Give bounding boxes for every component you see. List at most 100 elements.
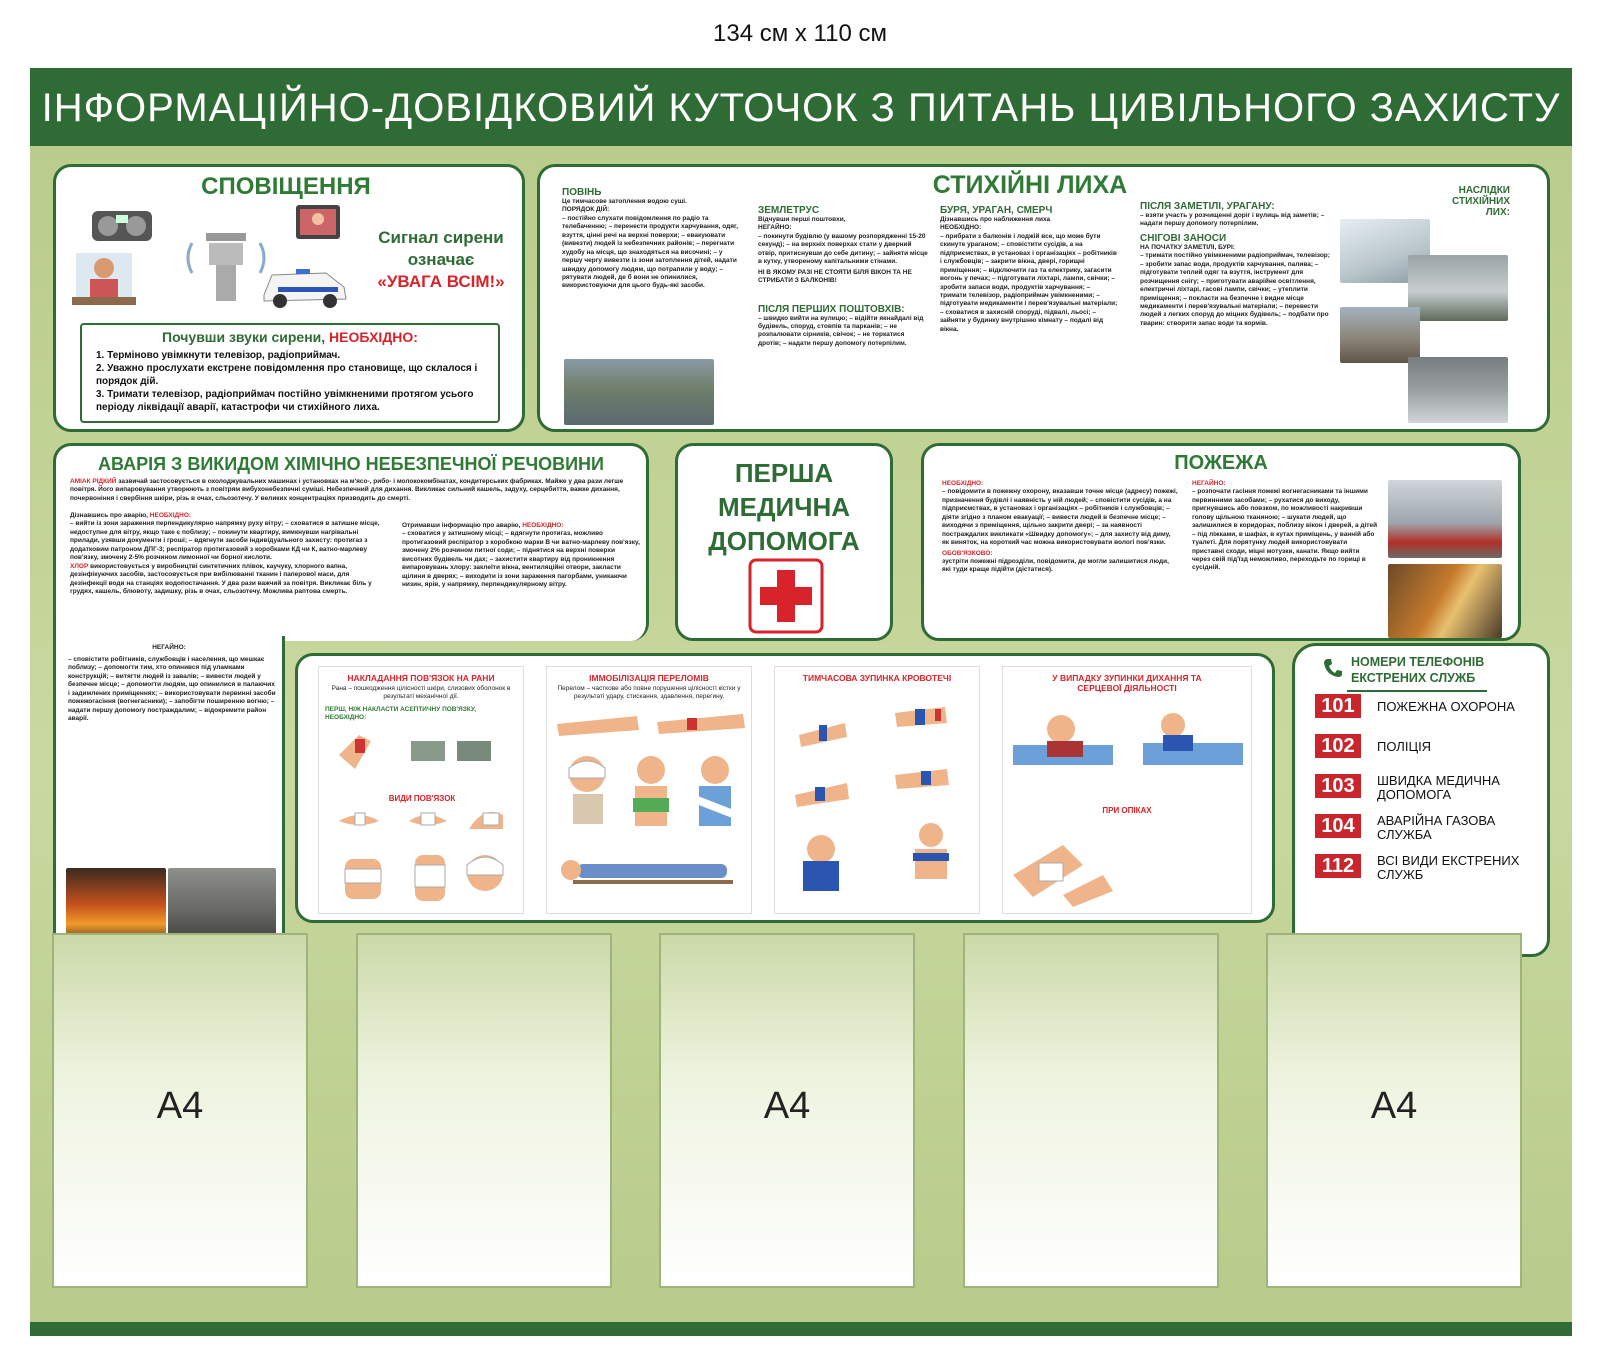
fire-must-text: зустріти пожежні підрозділи, повідомити,… <box>942 557 1169 574</box>
first-aid-sheets-panel: НАКЛАДАННЯ ПОВ'ЯЗОК НА РАНИ Рана – пошко… <box>295 653 1275 923</box>
storm-title: БУРЯ, УРАГАН, СМЕРЧ <box>940 205 1053 216</box>
phones-title-line1: НОМЕРИ ТЕЛЕФОНІВ <box>1351 655 1485 669</box>
phone-number-fire[interactable]: 101 <box>1315 694 1361 718</box>
siren-icon <box>186 233 266 301</box>
bandaging-intro: Рана – пошкодження цілісності шкіри, сли… <box>331 685 511 701</box>
a4-pocket-1[interactable]: А4 <box>52 933 308 1288</box>
earthquake-text: – покинути будівлю (у вашому розпоряджен… <box>758 232 928 266</box>
siren-signal-line2: означає <box>407 250 475 269</box>
phone-row-ambulance: 103 ШВИДКА МЕДИЧНА ДОПОМОГА <box>1315 774 1545 802</box>
earthquake-column: ЗЕМЛЕТРУС Відчувши перші поштовхи, НЕГАЙ… <box>758 205 928 348</box>
chemical-accident-panel: АВАРІЯ З ВИКИДОМ ХІМІЧНО НЕБЕЗПЕЧНОЇ РЕЧ… <box>53 443 649 641</box>
consequences-title: НАСЛІДКИ СТИХІЙНИХ ЛИХ: <box>1452 185 1510 218</box>
phone-row-all: 112 ВСІ ВИДИ ЕКСТРЕНИХ СЛУЖБ <box>1315 854 1545 882</box>
chemical-left-column: Дізнавшись про аварію, НЕОБХІДНО: – вийт… <box>70 512 382 596</box>
fire-panel: ПОЖЕЖА НЕОБХІДНО: – повідомити в пожежну… <box>921 443 1521 641</box>
fracture-immobilization-sheet: ІММОБІЛІЗАЦІЯ ПЕРЕЛОМІВ Перелом – частко… <box>546 666 752 914</box>
a4-pocket-3[interactable]: А4 <box>659 933 915 1288</box>
flood-intro: Це тимчасове затоплення водою суші. <box>562 198 687 205</box>
notification-panel: СПОВІЩЕННЯ <box>53 164 525 432</box>
chemical-title: АВАРІЯ З ВИКИДОМ ХІМІЧНО НЕБЕЗПЕЧНОЇ РЕЧ… <box>98 454 604 474</box>
a4-pocket-5[interactable]: А4 <box>1266 933 1522 1288</box>
red-cross-icon <box>748 558 824 634</box>
ruins-photo <box>1408 357 1508 423</box>
first-aid-title-line2: МЕДИЧНА <box>717 492 851 522</box>
first-aid-title-line1: ПЕРША <box>734 458 834 488</box>
flood-title: ПОВІНЬ <box>562 187 602 198</box>
a4-pocket-4[interactable] <box>963 933 1219 1288</box>
chemical-right-text: – сховатися у затишному місці; – вдягнут… <box>402 530 640 589</box>
bandaging-illustrations: ВИДИ ПОВ'ЯЗОК <box>339 734 504 901</box>
siren-instructions-title-main: Почувши звуки сирени, <box>162 329 326 345</box>
flood-text: – постійно слухати повідомлення по радіо… <box>562 214 738 290</box>
phone-label-all: ВСІ ВИДИ ЕКСТРЕНИХ СЛУЖБ <box>1377 853 1520 882</box>
fire-need: НЕОБХІДНО: <box>942 480 984 487</box>
phone-label-gas: АВАРІЙНА ГАЗОВА СЛУЖБА <box>1377 813 1496 842</box>
board-title: ІНФОРМАЦІЙНО-ДОВІДКОВИЙ КУТОЧОК З ПИТАНЬ… <box>30 68 1572 146</box>
tv-icon <box>296 205 340 239</box>
earthquake-warning: НІ В ЯКОМУ РАЗІ НЕ СТОЯТИ БІЛЯ ВІКОН ТА … <box>758 268 912 285</box>
ammonia-text: АМІАК РІДКИЙ зазвичай застосовується в о… <box>70 478 640 503</box>
firefighters-photo <box>1388 564 1502 638</box>
earthquake-title: ЗЕМЛЕТРУС <box>758 205 820 216</box>
fire-immediately: НЕГАЙНО: <box>1192 480 1226 487</box>
a4-pocket-3-label: А4 <box>763 1085 811 1127</box>
alert-devices-illustration <box>72 205 347 308</box>
phone-icon <box>1324 659 1342 677</box>
ammonia-description: зазвичай застосовується в охолоджувальни… <box>70 478 624 502</box>
siren-signal-text: Сигнал сирени означає «УВАГА ВСІМ!» <box>366 227 516 293</box>
notification-title: СПОВІЩЕННЯ <box>201 173 371 200</box>
board-dimensions: 134 см х 110 см <box>713 20 887 47</box>
a4-pocket-2[interactable] <box>356 933 612 1288</box>
chemical-left-text: – вийти із зони зараження перпендикулярн… <box>70 520 380 562</box>
person-at-desk-icon <box>72 253 136 305</box>
chemical-need: НЕОБХІДНО: <box>149 512 192 519</box>
natural-disasters-panel: СТИХІЙНІ ЛИХА ПОВІНЬ Це тимчасове затопл… <box>537 164 1550 432</box>
phone-number-police[interactable]: 102 <box>1315 734 1361 758</box>
board-bottom-bar <box>30 1322 1572 1336</box>
chemical-got-info: Отримавши інформацію про аварію, <box>402 522 521 529</box>
chemical-lower-panel: НЕГАЙНО: – сповістити робітників, службо… <box>53 636 285 962</box>
bleeding-title: ТИМЧАСОВА ЗУПИНКА КРОВОТЕЧІ <box>802 673 952 683</box>
siren-signal-line3: «УВАГА ВСІМ!» <box>377 272 505 291</box>
bleeding-illustrations <box>795 707 949 891</box>
resuscitation-title: У ВИПАДКУ ЗУПИНКИ ДИХАННЯ ТА СЕРЦЕВОЇ ДІ… <box>1052 673 1202 693</box>
storm-need: НЕОБХІДНО: <box>940 224 982 232</box>
chemical-right-column: Отримавши інформацію про аварію, НЕОБХІД… <box>402 522 642 590</box>
after-storm-text: – взяти участь у розчищенні доріг і вули… <box>1140 212 1325 228</box>
storm-intro: Дізнавшись про наближення лиха <box>940 216 1051 223</box>
siren-step-3: 3. Тримати телевізор, радіоприймач пості… <box>96 389 474 413</box>
earthquake-need: НЕГАЙНО: <box>758 224 792 232</box>
snow-text: – тримати постійно увімкненими радіоприй… <box>1140 252 1330 327</box>
flood-photo <box>564 359 714 425</box>
siren-step-2: 2. Уважно прослухати екстрене повідомлен… <box>96 363 478 387</box>
fire-must: ОБОВ'ЯЗКОВО: <box>942 549 993 557</box>
fire-right-column: НЕГАЙНО: – розпочати гасіння пожежі вогн… <box>1192 480 1378 573</box>
storm-column: БУРЯ, УРАГАН, СМЕРЧ Дізнавшись про набли… <box>940 205 1118 334</box>
phone-row-police: 102 ПОЛІЦІЯ <box>1315 734 1545 762</box>
chlorine-description: використовується у виробництві синтетичн… <box>70 562 372 595</box>
phone-row-gas: 104 АВАРІЙНА ГАЗОВА СЛУЖБА <box>1315 814 1545 842</box>
storm-text: – прибрати з балконів і лоджій все, що м… <box>940 232 1118 333</box>
flood-order: ПОРЯДОК ДІЙ: <box>562 206 610 214</box>
phone-number-ambulance[interactable]: 103 <box>1315 774 1361 798</box>
bandaging-sub: ПЕРШ, НІЖ НАКЛАСТИ АСЕПТИЧНУ ПОВ'ЯЗКУ, Н… <box>325 705 477 722</box>
info-board: ІНФОРМАЦІЙНО-ДОВІДКОВИЙ КУТОЧОК З ПИТАНЬ… <box>30 68 1572 1336</box>
svg-text:ВИДИ ПОВ'ЯЗОК: ВИДИ ПОВ'ЯЗОК <box>389 794 456 803</box>
phone-number-gas[interactable]: 104 <box>1315 814 1361 838</box>
ammonia-label: АМІАК РІДКИЙ <box>70 478 117 485</box>
after-storm-title: ПІСЛЯ ЗАМЕТІЛІ, УРАГАНУ: <box>1140 201 1275 212</box>
resuscitation-illustrations <box>1013 713 1243 765</box>
chlorine-label: ХЛОР <box>70 562 89 570</box>
phone-row-fire: 101 ПОЖЕЖНА ОХОРОНА <box>1315 694 1545 722</box>
a4-pocket-1-label: А4 <box>156 1085 204 1127</box>
chemical-bottom-text: – сповістити робітників, службовців і на… <box>68 656 276 723</box>
fire-title: ПОЖЕЖА <box>1174 452 1268 474</box>
phone-label-police: ПОЛІЦІЯ <box>1377 739 1432 754</box>
chemical-right-need: НЕОБХІДНО: <box>522 522 564 529</box>
police-car-icon <box>263 269 347 308</box>
siren-instructions-title: Почувши звуки сирени, НЕОБХІДНО: <box>96 329 484 345</box>
phone-number-all[interactable]: 112 <box>1315 854 1361 878</box>
chemical-immediately: НЕГАЙНО: <box>152 644 186 651</box>
burns-illustration <box>1013 845 1113 907</box>
